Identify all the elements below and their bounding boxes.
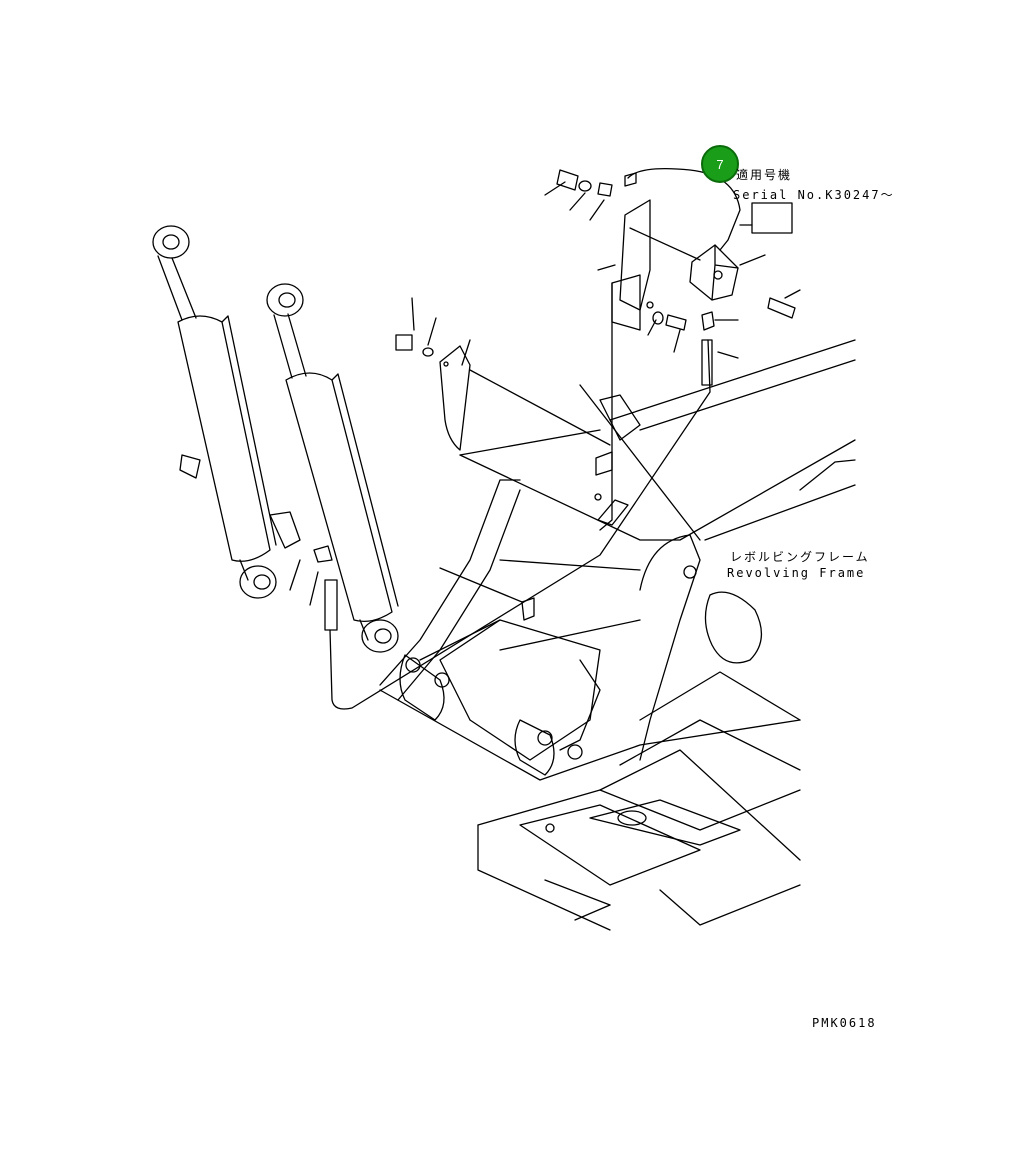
hose-clamp [439, 567, 535, 621]
boom-structure [459, 339, 856, 651]
bracket-plate [395, 297, 611, 451]
hose-fitting [289, 339, 711, 710]
revolving-frame-label-en: Revolving Frame [727, 566, 866, 580]
callout-badge[interactable]: 7 [701, 145, 739, 183]
vertical-bracket [544, 169, 687, 531]
drawing-number: PMK0618 [812, 1016, 877, 1030]
applicable-machine-label: 適用号機 [736, 168, 793, 182]
revolving-frame [379, 479, 801, 931]
hydraulic-cylinder-left [152, 225, 301, 599]
switch-box [624, 168, 801, 386]
serial-number-label: Serial No.K30247～ [733, 188, 895, 202]
hydraulic-cylinder-right [266, 283, 399, 653]
revolving-frame-label-jp: レボルビングフレーム [730, 550, 870, 564]
